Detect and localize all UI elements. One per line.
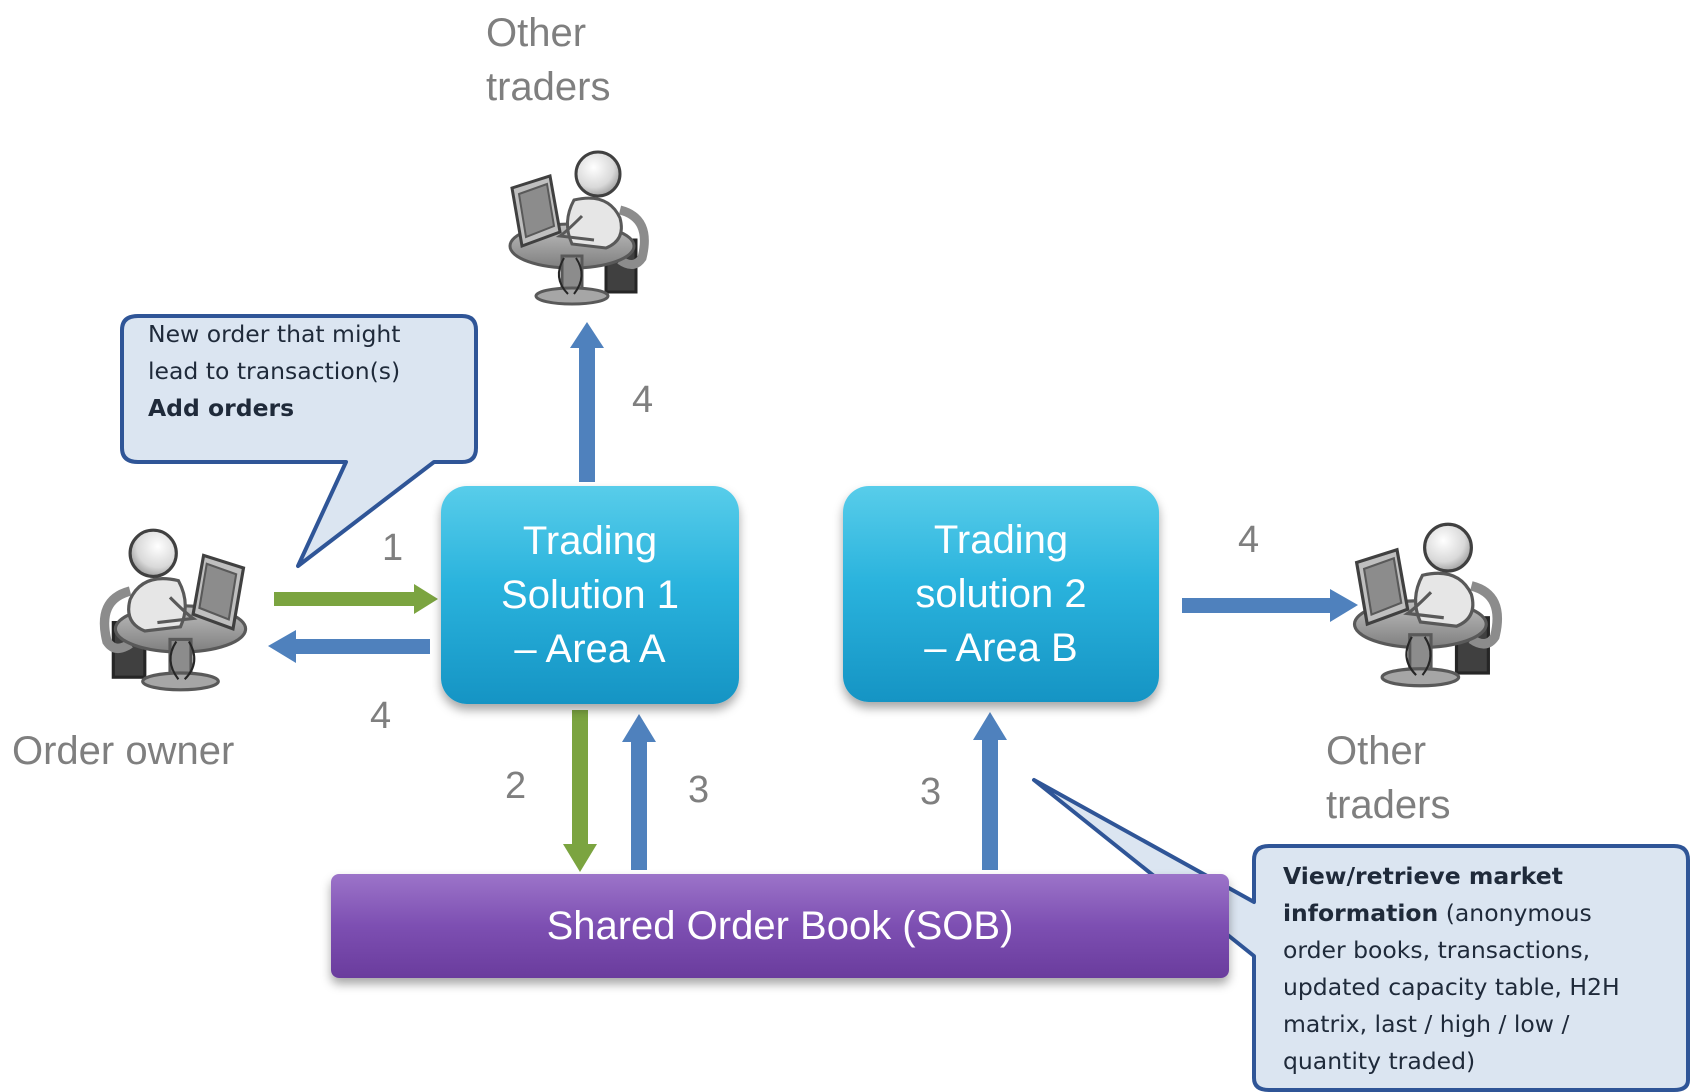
trading-solution-1-box: Trading Solution 1 – Area A [441,486,739,704]
market-info-bold-line1: View/retrieve market [1283,862,1563,890]
sob-label: Shared Order Book (SOB) [546,903,1014,948]
market-info-line5: matrix, last / high / low / [1283,1010,1570,1038]
add-orders-line1: New order that might [148,320,401,348]
arrow-order-to-ts1 [274,584,438,614]
market-info-line6: quantity traded) [1283,1047,1476,1075]
step-number-4-top: 4 [632,379,654,421]
top-traders-label-line1: Other [486,11,587,55]
step-number-4-owner: 4 [370,695,392,737]
step-number-1: 1 [382,527,404,569]
arrow-ts1-to-sob [563,710,597,872]
arrow-sob-to-ts2 [973,712,1007,870]
step-number-4-right: 4 [1238,519,1260,561]
market-info-line4: updated capacity table, H2H [1283,973,1620,1001]
add-orders-callout-bubble [120,314,478,568]
add-orders-bold: Add orders [148,394,295,422]
ts2-line1: Trading [933,518,1069,562]
top-traders-label: Other traders [486,6,611,114]
arrow-sob-to-ts1 [622,714,656,870]
ts1-line2: Solution 1 [501,573,679,617]
shared-order-book-box: Shared Order Book (SOB) [331,874,1229,978]
top-trader-icon [510,152,644,304]
right-trader-icon [1355,524,1498,686]
add-orders-callout: New order that might lead to transaction… [148,316,468,427]
add-orders-line2: lead to transaction(s) [148,357,401,385]
right-traders-label: Other traders [1326,724,1451,832]
market-info-bold-line2: information [1283,899,1439,927]
ts1-line1: Trading [522,519,658,563]
right-traders-label-line1: Other [1326,729,1427,773]
ts1-line3: – Area A [514,627,666,671]
top-traders-label-line2: traders [486,65,611,109]
step-number-2: 2 [505,765,527,807]
market-info-callout: View/retrieve market information (anonym… [1283,858,1683,1080]
market-info-callout-bubble [1032,778,1690,1092]
step-number-3-ts1: 3 [688,769,710,811]
market-info-line3: order books, transactions, [1283,936,1591,964]
arrow-ts2-to-right-traders [1182,589,1358,622]
market-info-rest-line2: (anonymous [1438,899,1592,927]
arrow-ts1-to-top-traders [570,322,604,482]
ts2-line2: solution 2 [915,572,1087,616]
ts2-line3: – Area B [924,626,1078,670]
order-owner-label: Order owner [12,729,235,773]
order-owner-icon [105,530,246,690]
arrow-ts1-to-owner [268,630,430,663]
right-traders-label-line2: traders [1326,783,1451,827]
trading-solution-2-box: Trading solution 2 – Area B [843,486,1159,702]
step-number-3-ts2: 3 [920,771,942,813]
